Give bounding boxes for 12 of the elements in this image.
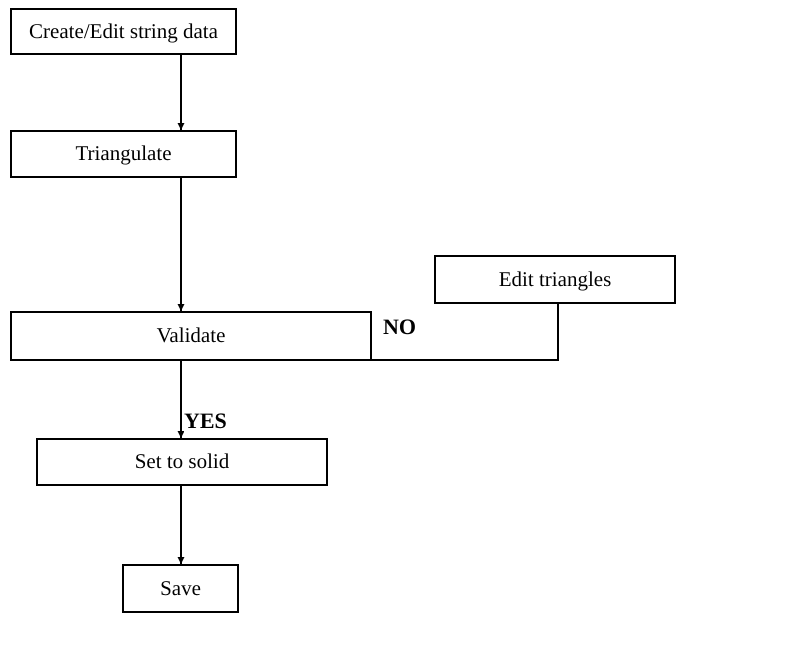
arrow: [178, 486, 184, 564]
process-box: Triangulate: [10, 130, 237, 178]
arrow: [178, 361, 184, 438]
connector-line: [372, 304, 559, 361]
process-box: Create/Edit string data: [10, 8, 237, 55]
process-box: Set to solid: [36, 438, 328, 486]
process-box: Validate: [10, 311, 372, 361]
process-box: Edit triangles: [434, 255, 676, 304]
process-box: Save: [122, 564, 239, 613]
arrow: [178, 55, 184, 130]
arrow: [178, 178, 184, 311]
edge-label: YES: [184, 410, 227, 432]
